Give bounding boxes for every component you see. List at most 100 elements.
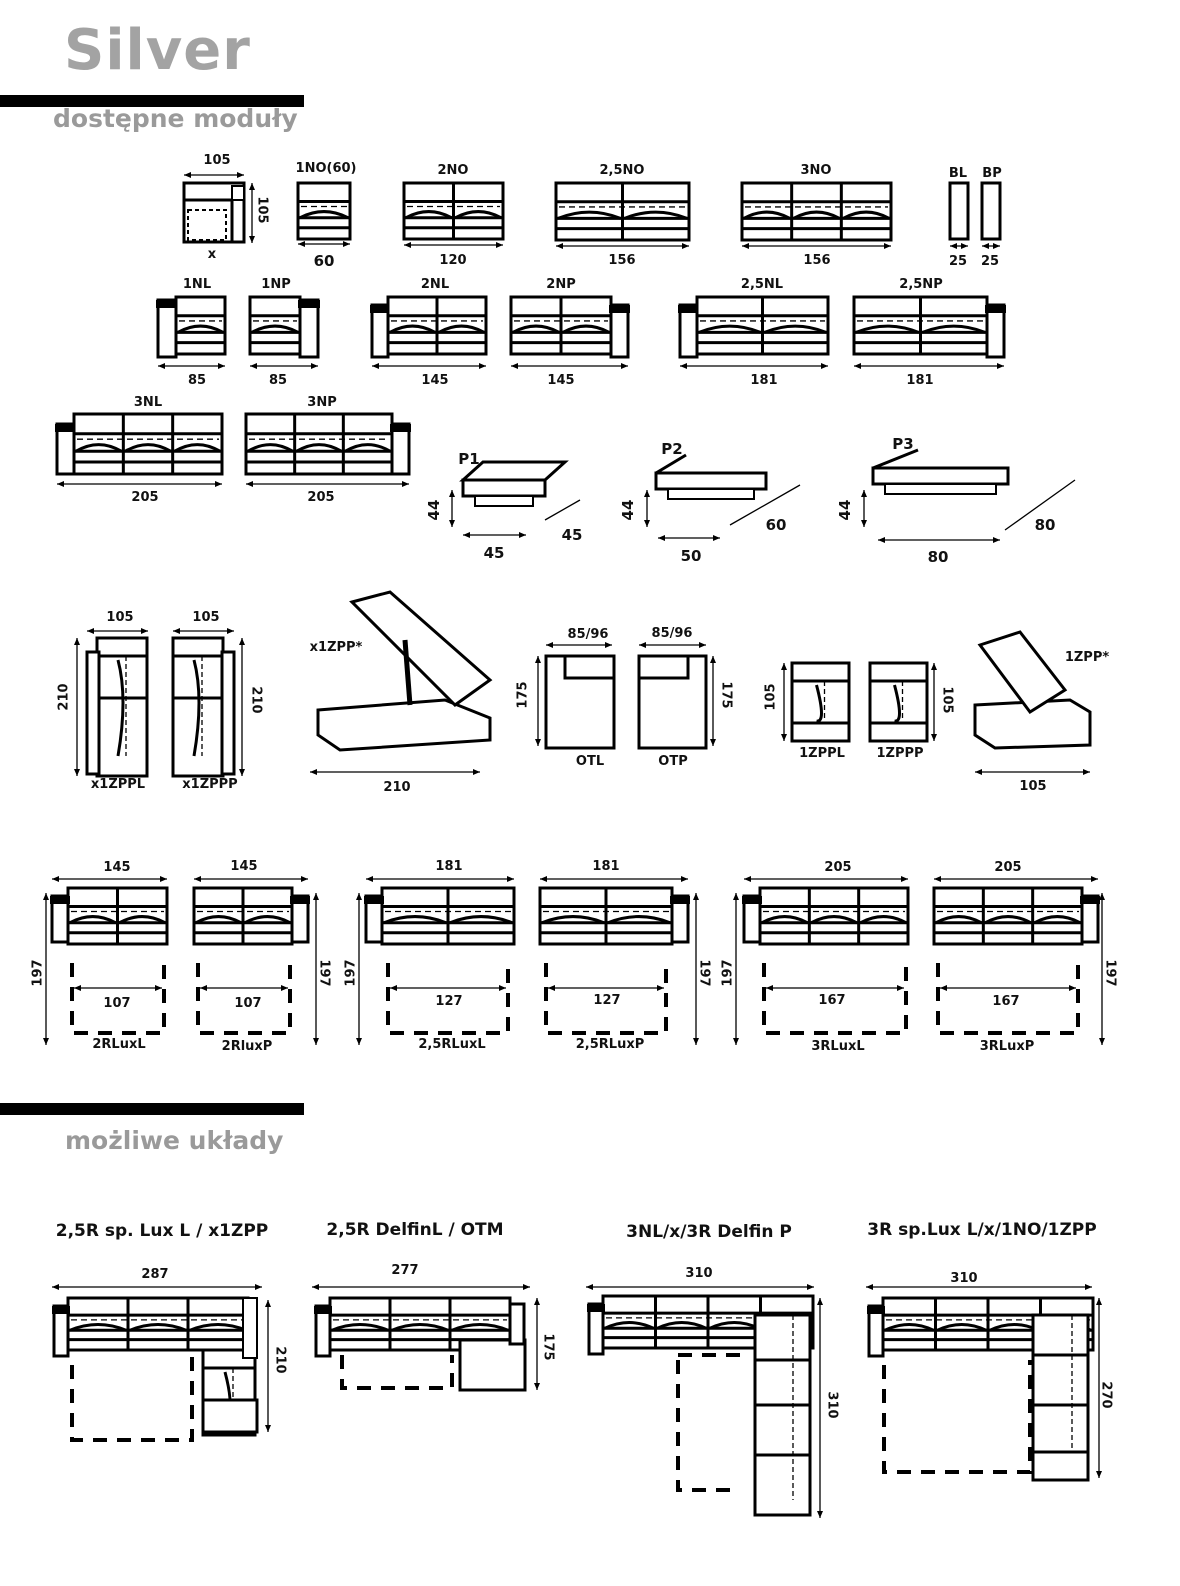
dimension-label: 120 [439, 253, 467, 268]
armrest [508, 1302, 526, 1346]
dimension-label: 80 [1034, 516, 1056, 534]
module-label: 2NL [420, 277, 450, 292]
dimension-label: 270 [1098, 1381, 1114, 1409]
module-label: 2,5NL [740, 277, 784, 292]
pouf-p1-plinth [474, 495, 534, 507]
cushion-curve [195, 915, 242, 925]
module-label: 2RLuxL [92, 1037, 146, 1052]
cushion-curve [299, 210, 349, 220]
cushion-curve [855, 324, 920, 334]
divider-bar [0, 1103, 304, 1115]
dimension-label: 310 [685, 1266, 713, 1281]
dimension-label: 85/96 [567, 627, 609, 642]
arrow-head [158, 363, 225, 369]
module-label: 1ZPPP [876, 746, 924, 761]
pouf-p2-top [655, 453, 687, 475]
arrow-head [250, 363, 318, 369]
dimension-label: 60 [765, 516, 787, 534]
dimension-label: 127 [435, 994, 463, 1009]
storage-module-lid [977, 630, 1068, 715]
dimension-label: 205 [131, 490, 159, 505]
module-label: 3RLuxL [811, 1039, 865, 1054]
cushion-curve [129, 1323, 187, 1332]
dimension-label: 107 [103, 996, 131, 1011]
cushion-curve [936, 1323, 987, 1332]
cushion-curve [454, 210, 502, 220]
cushion-curve [884, 1323, 935, 1332]
dimension-label: 175 [515, 681, 531, 709]
dimension-label: 156 [803, 253, 831, 268]
dimension-label: 127 [593, 993, 621, 1008]
cushion-curve [792, 210, 841, 220]
pouf-p1-base [461, 478, 547, 498]
sleeping-area-outline [936, 963, 1080, 1035]
cushion-curve [118, 915, 166, 925]
arrow-head [249, 183, 255, 243]
back [563, 654, 616, 680]
sleeping-area-outline [882, 1360, 1032, 1474]
cushion-curve [75, 443, 123, 453]
dimension-label: 50 [680, 547, 702, 565]
cushion-curve [344, 443, 391, 453]
arrow-head [173, 628, 234, 634]
corner-box [242, 1297, 258, 1359]
cushion-curve [173, 443, 221, 453]
dimension-label: 25 [980, 254, 1000, 269]
end-module [201, 1398, 259, 1434]
dimension-label: 105 [254, 196, 270, 224]
sleeping-area-outline [340, 1355, 454, 1390]
pouf-p2-base [654, 471, 768, 491]
dimension-label: 210 [272, 1346, 288, 1374]
cushion-curve [763, 324, 827, 334]
dimension-label: 44 [619, 499, 637, 521]
dimension-label: 156 [608, 253, 636, 268]
cushion-curve [921, 324, 986, 334]
dimension-label: 181 [906, 373, 934, 388]
armrest-top [670, 896, 690, 904]
pouf-p3-plinth [884, 483, 997, 495]
cushion-curve [607, 915, 671, 925]
corner-side [753, 1313, 812, 1517]
armrest-top [1080, 896, 1100, 904]
armrest-bl [948, 181, 970, 241]
dimension-label: 197 [720, 959, 736, 987]
module-label: x1ZPPL [90, 777, 146, 792]
ottoman-module [458, 1338, 527, 1392]
dimension-label: 167 [992, 994, 1020, 1009]
dimension-label: 145 [547, 373, 575, 388]
storage-bed-lid [349, 590, 493, 707]
layout-title: 3R sp.Lux L/x/1NO/1ZPP [867, 1220, 1097, 1240]
dimension-label: 167 [818, 993, 846, 1008]
module-label: 2,5RLuxL [418, 1037, 486, 1052]
armrest-top [587, 1304, 605, 1312]
armrest [220, 650, 236, 776]
dimension-label: 107 [234, 996, 262, 1011]
lift-arm [402, 639, 413, 706]
module-label: OTP [658, 754, 688, 769]
cushion-curve [743, 210, 791, 220]
dimension-label: 210 [56, 683, 72, 711]
cushion-curve [383, 915, 447, 925]
cushion-curve [815, 684, 823, 723]
dimension-label: 145 [103, 860, 131, 875]
cushion-curve [604, 1321, 655, 1330]
armrest-top [985, 305, 1006, 313]
cushion-curve [810, 915, 858, 925]
cushion-curve [124, 443, 172, 453]
dimension-arrow [544, 499, 581, 521]
corner-side [1031, 1313, 1090, 1482]
cushion-curve [623, 210, 688, 220]
cushion-curve [69, 915, 117, 925]
dimension-label: 60 [313, 252, 335, 270]
sleeping-area-outline [70, 963, 166, 1035]
module-label: 1NP [261, 277, 291, 292]
dimension-label: 205 [307, 490, 335, 505]
armrest-top [678, 305, 699, 313]
back [637, 654, 690, 680]
cushion-curve [438, 324, 485, 334]
dimension-label: 105 [192, 610, 220, 625]
dimension-label: 310 [950, 1271, 978, 1286]
sleeping-area-outline [70, 1355, 194, 1442]
dimension-label: 287 [141, 1267, 169, 1282]
module-label: 2RluxP [221, 1039, 273, 1054]
